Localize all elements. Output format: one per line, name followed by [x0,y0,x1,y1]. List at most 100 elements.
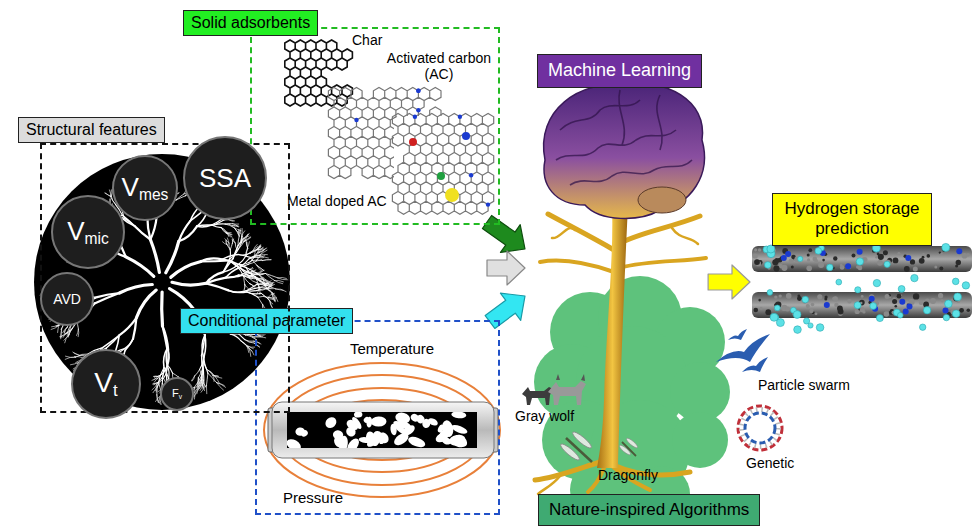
adsorbent-pellet [358,436,373,443]
pore-vein [244,276,245,284]
pore-vein [164,348,168,367]
pore-vein [215,377,222,379]
pore-vein [250,249,257,253]
dna-ring [738,406,782,450]
hydrogen-atom [911,274,918,281]
pore-vein [234,228,240,234]
pore-vein [95,293,119,298]
carbon-atom [833,256,837,260]
adsorbent-pellet [415,413,426,424]
dopant-atom [869,296,875,302]
hydrogen-atom [836,279,842,285]
metal-atom [445,188,459,202]
pore-vein [229,220,233,222]
carbon-atom [785,306,790,311]
pore-vein [168,350,170,365]
pore-vein [166,241,179,272]
pore-vein [158,373,163,376]
pore-vein [238,242,244,250]
wolf-icon [548,381,586,405]
pore-vein [154,376,158,377]
hydrogen-atom [876,315,883,322]
hydrogen-atom [856,258,863,265]
metal-atom [462,132,470,140]
hydrogen-atom [765,262,772,269]
tree [618,258,706,268]
pore-vein [230,243,232,250]
pore-vein [276,289,284,290]
pore-vein [233,223,239,224]
pore-vein [244,284,246,289]
hydrogen-atom [923,307,930,314]
dragonfly-icon [571,430,593,450]
carbon-atom [773,266,779,272]
pore-vein [217,383,226,388]
brain [560,100,640,130]
pore-vein [73,352,80,355]
pore-vein [248,346,255,347]
carbon-atom [892,299,897,304]
carbon-atom [913,267,918,272]
pore-vein [263,259,271,260]
feature-circle: Fv [160,377,194,411]
dopant-atom [956,248,962,254]
pore-vein [222,255,238,260]
bird-icon [728,329,747,340]
pore-vein [230,261,250,274]
dopant-atom [907,304,913,310]
carbon-atom [897,294,902,299]
pore-vein [228,290,246,292]
carbon-atom [893,258,899,264]
pore-vein [202,335,205,356]
adsorbent-pellet [300,429,309,438]
dragonfly-icon [618,444,631,456]
dopant-atom [458,115,462,119]
pore-vein [154,376,158,377]
pore-vein [103,335,120,347]
feature-name: Vmes [122,174,169,202]
adsorbent-pellet [401,423,417,438]
illustration-label: Genetic [746,455,794,471]
pore-vein [258,257,264,258]
pore-vein [250,250,257,253]
hydrogen-atom [855,287,861,293]
carbon-atom [807,258,810,261]
pore-vein [176,194,184,200]
pore-vein [249,275,253,276]
pore-vein [167,350,169,366]
pore-vein [266,274,275,281]
storage-tube [272,402,494,458]
pore-vein [257,265,264,270]
pore-vein [275,281,283,284]
carbon-atom [833,296,838,301]
metal-atom [409,138,417,146]
panel-heading: Conditional parameter [180,308,353,334]
tag-text: Nature-inspired Algorithms [549,500,749,520]
carbon-atom [774,295,777,298]
pore-vein [152,384,157,390]
hydrogen-atom [884,261,890,267]
pore-vein [60,333,68,337]
pore-vein [278,278,288,280]
atom-dot [753,243,970,333]
pore-vein [200,373,204,385]
illustration-label: Gray wolf [515,408,574,424]
carbon-atom [956,260,961,265]
pore-vein [261,293,268,299]
carbon-atom [910,259,915,264]
carbon-atom [885,294,890,299]
hydrogen-atom [793,311,801,319]
carbon-atom [860,307,865,312]
pore-vein [241,237,242,243]
pore-vein [257,249,263,250]
tag-text: Machine Learning [548,60,691,82]
pore-vein [257,246,260,250]
carbon-atom [967,308,971,312]
dopant-atom [899,299,905,305]
tree [548,214,614,250]
pore-vein [192,376,195,381]
carbon-atom [818,262,824,268]
block-arrow [487,251,525,285]
adsorbent-pellet [287,412,469,448]
pore-vein [250,284,255,288]
